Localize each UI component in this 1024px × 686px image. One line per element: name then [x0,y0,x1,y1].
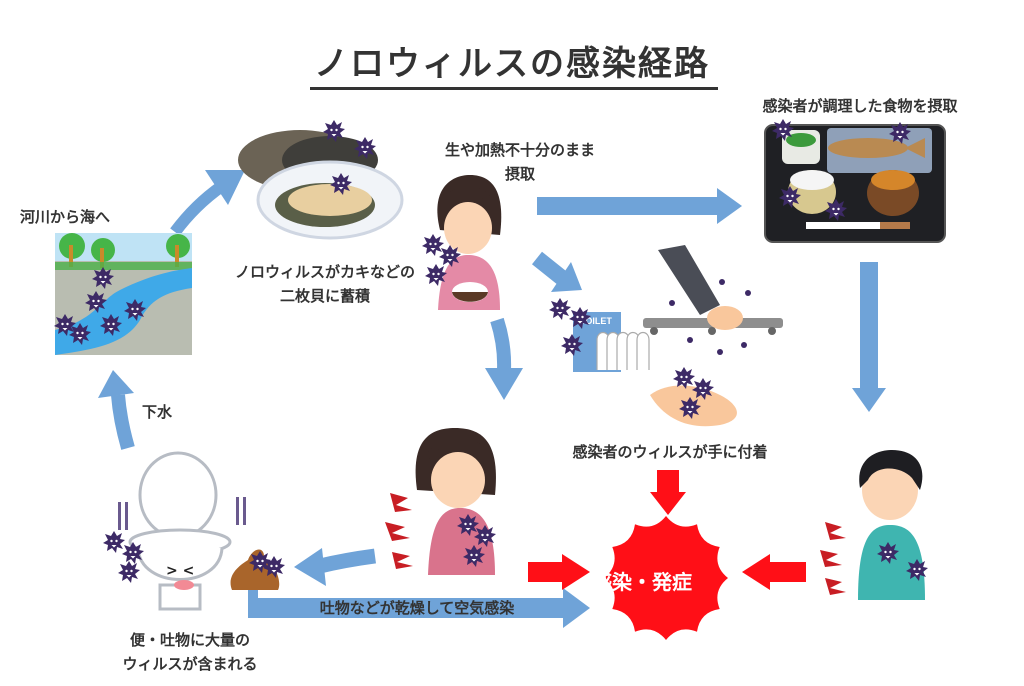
label-hand-contact: 感染者のウィルスが手に付着 [572,443,768,461]
label-river: 河川から海へ [20,208,111,226]
page-title: ノロウィルスの感染経路 [314,44,710,84]
arrow-sick-woman-to-toilet [294,548,376,586]
arrow-eat-to-hands [532,251,582,292]
arrow-eat-to-sick-woman [485,317,523,400]
red-arrow-right [742,554,806,590]
label-toilet-line1: 便・吐物に大量の [129,631,250,649]
label-cooked-food: 感染者が調理した食物を摂取 [762,97,958,115]
label-oyster: ノロウィルスがカキなどの 二枚貝に蓄積 [215,260,435,308]
infection-burst [604,516,728,640]
meal-tray-illustration [764,124,946,243]
virus-icon [673,367,695,389]
sick-woman-illustration [385,428,496,575]
svg-text:> <: > < [166,563,194,579]
arrow-river-to-oyster [170,170,245,236]
woman-eating-illustration [437,175,502,310]
label-outcome: 感染・発症 [592,570,692,594]
red-arrow-left [528,554,590,590]
virus-icon [118,561,140,583]
virus-icon [103,531,125,553]
label-raw-eating-line2: 摂取 [504,165,535,183]
toilet-illustration: > < [118,451,280,611]
label-toilet: 便・吐物に大量の ウィルスが含まれる [90,628,290,676]
label-raw-eating-line1: 生や加熱不十分のまま [444,141,595,159]
title-underline [310,87,718,90]
virus-icon [422,234,444,256]
virus-icon [549,298,571,320]
arrow-food-to-boy [852,262,886,412]
label-sewage: 下水 [142,403,173,421]
small-virus-dots [669,279,751,355]
label-raw-eating: 生や加熱不十分のまま 摂取 [420,138,620,186]
arrow-eat-to-food [537,188,742,224]
oyster-illustration [238,130,404,240]
toilet-sign: TOILET [580,316,612,326]
red-arrow-top [650,470,686,515]
arrow-airborne [248,584,590,628]
label-toilet-line2: ウィルスが含まれる [122,655,258,673]
label-oyster-line2: 二枚貝に蓄積 [279,287,370,305]
label-airborne: 吐物などが乾燥して空気感染 [319,599,515,617]
arrow-toilet-to-river [98,370,135,450]
sick-boy-illustration [820,450,925,600]
label-oyster-line1: ノロウィルスがカキなどの [234,263,415,281]
hand-contact-illustration: TOILET [573,245,783,427]
